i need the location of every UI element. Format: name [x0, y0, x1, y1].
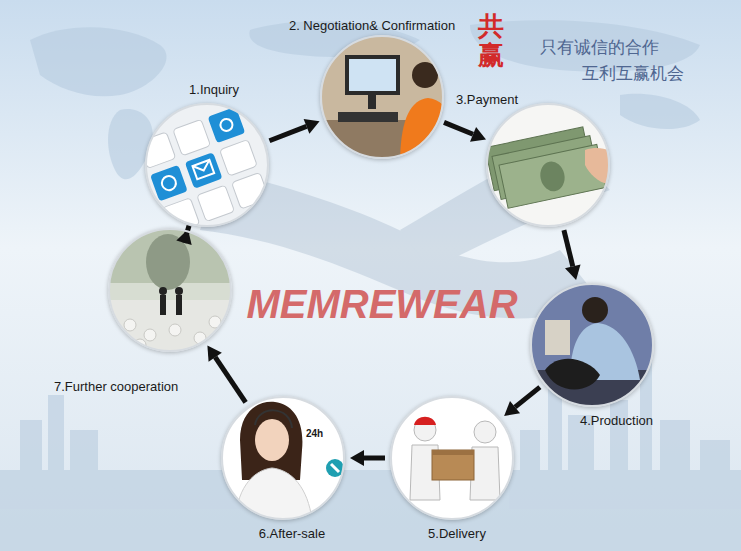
flow-arrow	[350, 450, 385, 466]
arrow-shaft	[564, 230, 573, 266]
step-circle: 5.Delivery	[390, 396, 514, 520]
arrow-head	[304, 119, 320, 134]
arrow-shaft	[515, 387, 540, 407]
arrow-shaft	[269, 126, 306, 140]
step-circle: 6.After-sale	[221, 396, 345, 520]
arrow-head	[350, 450, 364, 466]
arrow-head	[176, 229, 191, 245]
step-circle: 7.Further cooperation	[108, 228, 232, 352]
arrow-shaft	[364, 456, 385, 461]
step-label: 4.Production	[580, 413, 653, 429]
step-label: 2. Negotiation& Confirmation	[289, 18, 455, 34]
slogan-text: 只有诚信的合作	[540, 36, 659, 59]
step-label: 5.Delivery	[428, 526, 486, 542]
step-label: 1.Inquiry	[189, 82, 239, 98]
hotline-badge: 24h	[306, 428, 323, 439]
step-label: 3.Payment	[456, 92, 518, 108]
step-circle: 3.Payment	[486, 103, 610, 227]
flow-arrow	[564, 230, 581, 280]
flow-arrow	[207, 346, 245, 403]
arrow-head	[470, 127, 486, 142]
step-label: 6.After-sale	[259, 526, 325, 542]
arrow-shaft	[444, 122, 473, 134]
arrow-head	[504, 401, 520, 416]
flow-arrow	[504, 387, 540, 416]
step-circle: 2. Negotiation& Confirmation	[320, 35, 444, 159]
watermark-chinese: 共赢	[478, 12, 504, 69]
arrow-head	[207, 346, 221, 362]
slogan-text: 互利互赢机会	[582, 62, 684, 85]
flow-arrow	[269, 119, 319, 141]
arrow-head	[565, 264, 581, 279]
step-circle: 4.Production	[530, 283, 654, 407]
brand-watermark: MEMREWEAR	[246, 282, 517, 327]
arrow-shaft	[215, 357, 245, 402]
step-label: 7.Further cooperation	[54, 379, 178, 395]
step-circle: 1.Inquiry	[145, 103, 269, 227]
flow-arrow	[444, 122, 486, 141]
